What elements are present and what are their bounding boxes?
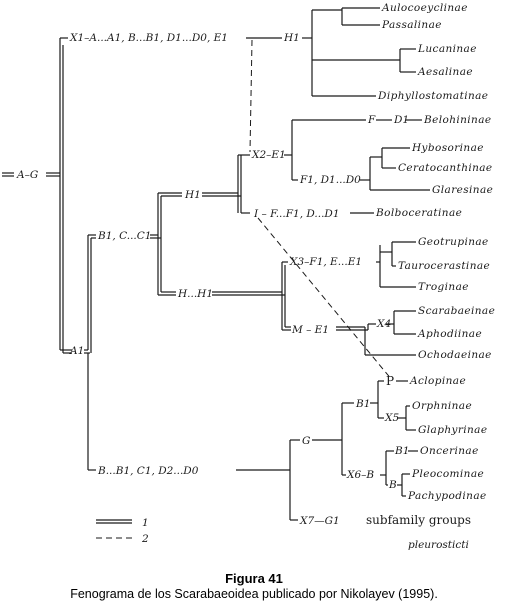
- node-b1-low: B1: [355, 398, 370, 410]
- node-h1-top: H1: [283, 32, 300, 44]
- taxon-pleocominae: Pleocominae: [411, 468, 484, 480]
- taxon-ochodaeinae: Ochodaeinae: [418, 349, 492, 361]
- taxon-lucaninae: Lucaninae: [417, 43, 477, 55]
- node-x3: X3–F1, E...E1: [289, 256, 362, 268]
- node-b1c1: B1, C...C1: [97, 230, 151, 242]
- taxon-scarabaeinae: Scarabaeinae: [418, 305, 495, 317]
- node-x2: X2–E1: [251, 149, 286, 161]
- taxon-glaphyrinae: Glaphyrinae: [418, 424, 487, 436]
- taxon-orphninae: Orphninae: [412, 400, 472, 412]
- node-x7: X7—G1: [299, 515, 340, 527]
- taxon-taurocerastinae: Taurocerastinae: [398, 260, 490, 272]
- legend-label-1: 1: [142, 517, 149, 529]
- taxon-belohininae: Belohininae: [423, 114, 492, 126]
- taxon-passalinae: Passalinae: [381, 19, 442, 31]
- node-root: A–G: [16, 169, 38, 181]
- pleurosticti-label: pleurosticti: [408, 539, 469, 551]
- node-x4: X4: [376, 318, 391, 330]
- taxon-ceratocanthinae: Ceratocanthinae: [398, 162, 493, 174]
- figure-title: Figura 41: [225, 571, 283, 586]
- node-x1: X1–A...A1, B...B1, D1...D0, E1: [69, 32, 228, 44]
- node-x6: X6–B: [346, 469, 374, 481]
- node-h-h1: H...H1: [177, 288, 213, 300]
- taxon-aphodiinae: Aphodiinae: [417, 328, 482, 340]
- taxon-hybosorinae: Hybosorinae: [411, 142, 484, 154]
- taxon-oncerinae: Oncerinae: [420, 445, 479, 457]
- figure-caption: Fenograma de los Scarabaeoidea publicado…: [70, 587, 438, 601]
- subfamily-groups-label: subfamily groups: [366, 513, 471, 527]
- node-b1-pl: B1: [394, 445, 409, 457]
- taxon-aclopinae: Aclopinae: [409, 375, 466, 387]
- node-i: I – F...F1, D...D1: [253, 208, 340, 220]
- taxon-glaresinae: Glaresinae: [432, 184, 493, 196]
- node-p: P: [386, 374, 394, 388]
- taxon-geotrupinae: Geotrupinae: [418, 236, 489, 248]
- legend-label-2: 2: [141, 533, 149, 545]
- taxon-bolboceratinae: Bolboceratinae: [375, 207, 462, 219]
- node-h1-mid: H1: [184, 189, 201, 201]
- taxon-troginae: Troginae: [418, 281, 469, 293]
- node-b-small: B: [388, 479, 397, 491]
- node-a1: A1: [69, 345, 84, 357]
- node-f: F: [367, 114, 376, 126]
- taxon-aesalinae: Aesalinae: [417, 66, 473, 78]
- taxon-pachypodinae: Pachypodinae: [407, 490, 487, 502]
- node-bottom: B...B1, C1, D2...D0: [97, 465, 199, 477]
- taxon-diphyllostomatinae: Diphyllostomatinae: [377, 90, 488, 102]
- node-x5: X5: [384, 412, 399, 424]
- taxon-aulocoeyclinae: Aulocoeyclinae: [381, 2, 468, 14]
- node-g: G: [302, 435, 310, 447]
- node-m-e1: M – E1: [291, 324, 329, 336]
- node-d1: D1: [393, 114, 409, 126]
- legend: 1 2: [96, 517, 149, 545]
- node-f1d1d0: F1, D1...D0: [299, 174, 361, 186]
